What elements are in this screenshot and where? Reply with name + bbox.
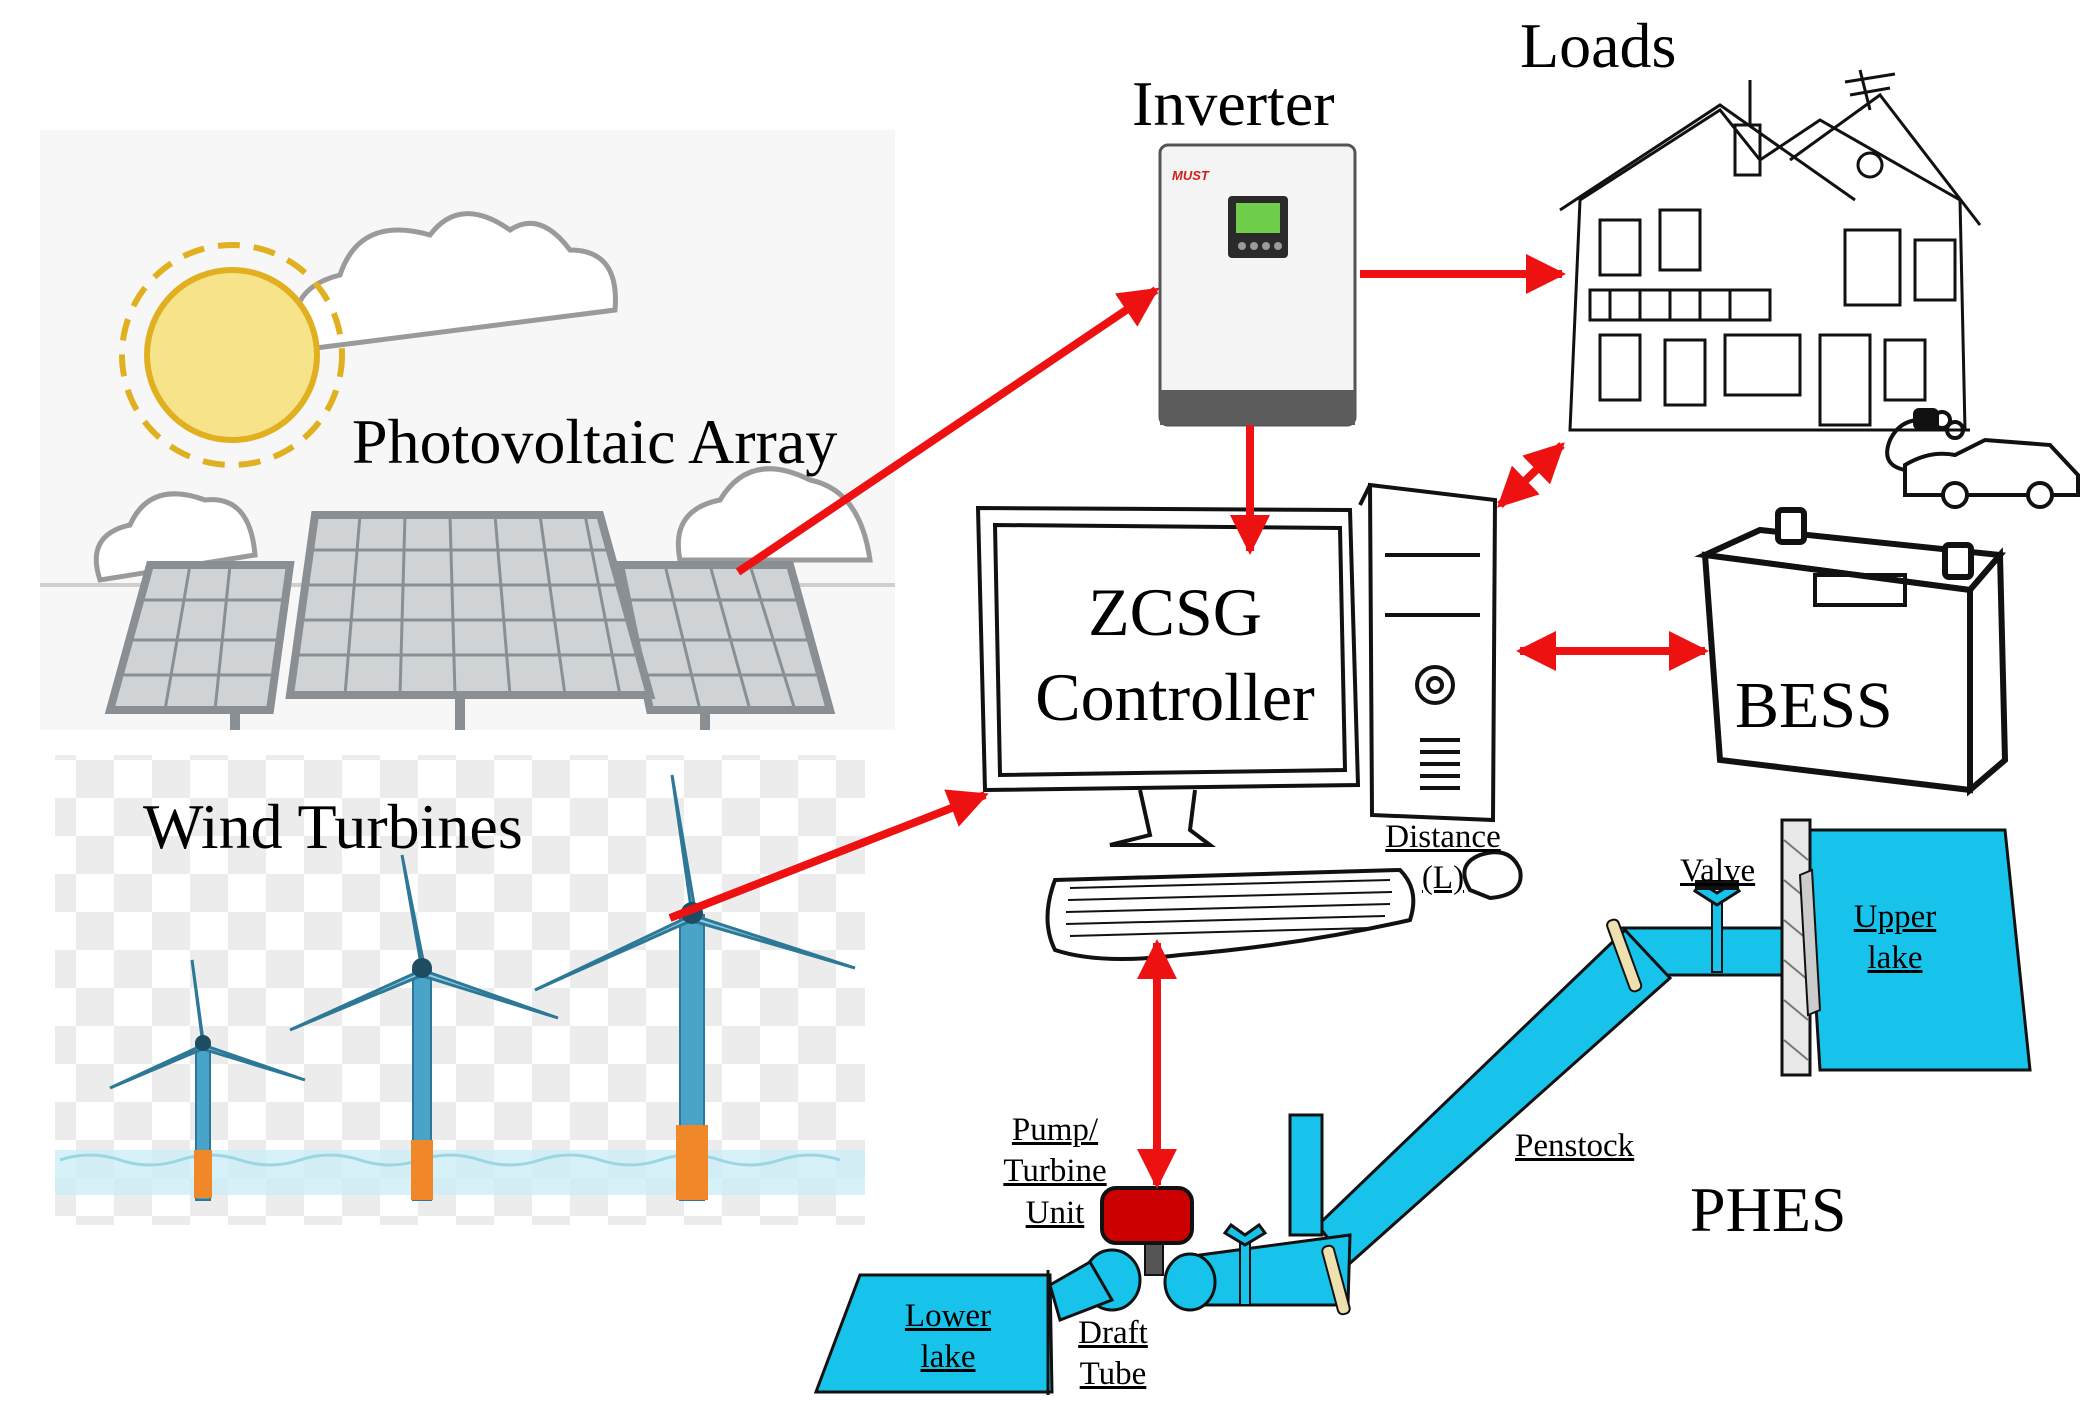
house-icon [1559, 69, 1982, 432]
phes-label: PHES [1690, 1174, 1847, 1245]
loads-label: Loads [1520, 10, 1677, 81]
cloud-icon [292, 211, 618, 353]
inverter-icon: MUST [1158, 143, 1357, 427]
wind-turbine-icon [289, 854, 559, 1201]
pump-turbine-unit [1100, 1186, 1194, 1245]
wind-turbine-icon [534, 774, 856, 1201]
lower-lake-label-line1: Lower [904, 1298, 992, 1334]
electric-car-icon [1885, 408, 2080, 509]
bess-label: BESS [1735, 669, 1893, 742]
cloud-icon [93, 491, 258, 583]
penstock-pipe [1316, 927, 1673, 1268]
controller-label-line2: Controller [1035, 659, 1315, 735]
upper-lake-label-line1: Upper [1853, 899, 1937, 935]
lower-lake-label: Lower lake [898, 1296, 998, 1379]
valve-label: Valve [1680, 853, 1756, 889]
arrow-controller-loads [1497, 442, 1565, 508]
upper-lake-label-line2: lake [1867, 940, 1923, 977]
pump-turbine-label-line1: Pump/ [1011, 1112, 1099, 1148]
wind-background [55, 755, 865, 1225]
distance-label-line2: (L) [1421, 860, 1465, 897]
wind-turbine-icon [109, 959, 306, 1201]
distance-label: Distance (L) [1378, 817, 1508, 900]
cloud-icon [675, 466, 873, 563]
arrow-pv-to-inverter [735, 286, 1160, 576]
phes-hydro-illustration [813, 818, 2032, 1395]
lower-lake-label-line2: lake [920, 1339, 976, 1376]
upper-lake-label: Upper lake [1850, 897, 1940, 980]
penstock-label: Penstock [1515, 1128, 1635, 1164]
draft-tube-label: Draft Tube [1073, 1313, 1153, 1396]
draft-tube [1048, 1259, 1115, 1322]
controller-label-line1: ZCSG [1088, 574, 1262, 650]
wind-turbines-label: Wind Turbines [143, 791, 523, 862]
computer-icon [975, 482, 1523, 961]
sun-icon [119, 242, 345, 468]
valve-icon [1222, 1222, 1268, 1306]
surge-tank [1288, 1113, 1324, 1237]
controller-label: ZCSG Controller [1020, 570, 1330, 740]
photovoltaic-array-label: Photovoltaic Array [352, 406, 838, 477]
draft-tube-label-line2: Tube [1079, 1356, 1147, 1393]
inverter-brand-logo: MUST [1172, 168, 1210, 183]
inverter-label: Inverter [1132, 68, 1335, 139]
pv-scene-illustration [40, 130, 895, 730]
power-flow-arrows [668, 254, 1709, 1189]
pump-turbine-label-line2: Turbine [1003, 1153, 1107, 1190]
pump-turbine-label-line3: Unit [1025, 1194, 1085, 1231]
wind-scene-illustration [55, 755, 865, 1225]
draft-tube-label-line1: Draft [1078, 1315, 1148, 1351]
distance-label-line1: Distance [1385, 819, 1501, 855]
battery-icon [1694, 507, 2009, 797]
pump-turbine-label: Pump/ Turbine Unit [995, 1110, 1115, 1234]
solar-panel-icon [104, 511, 836, 730]
arrow-wind-to-controller [668, 789, 989, 922]
valve-icon [1692, 880, 1742, 973]
lower-lake-shape [813, 1273, 1054, 1394]
